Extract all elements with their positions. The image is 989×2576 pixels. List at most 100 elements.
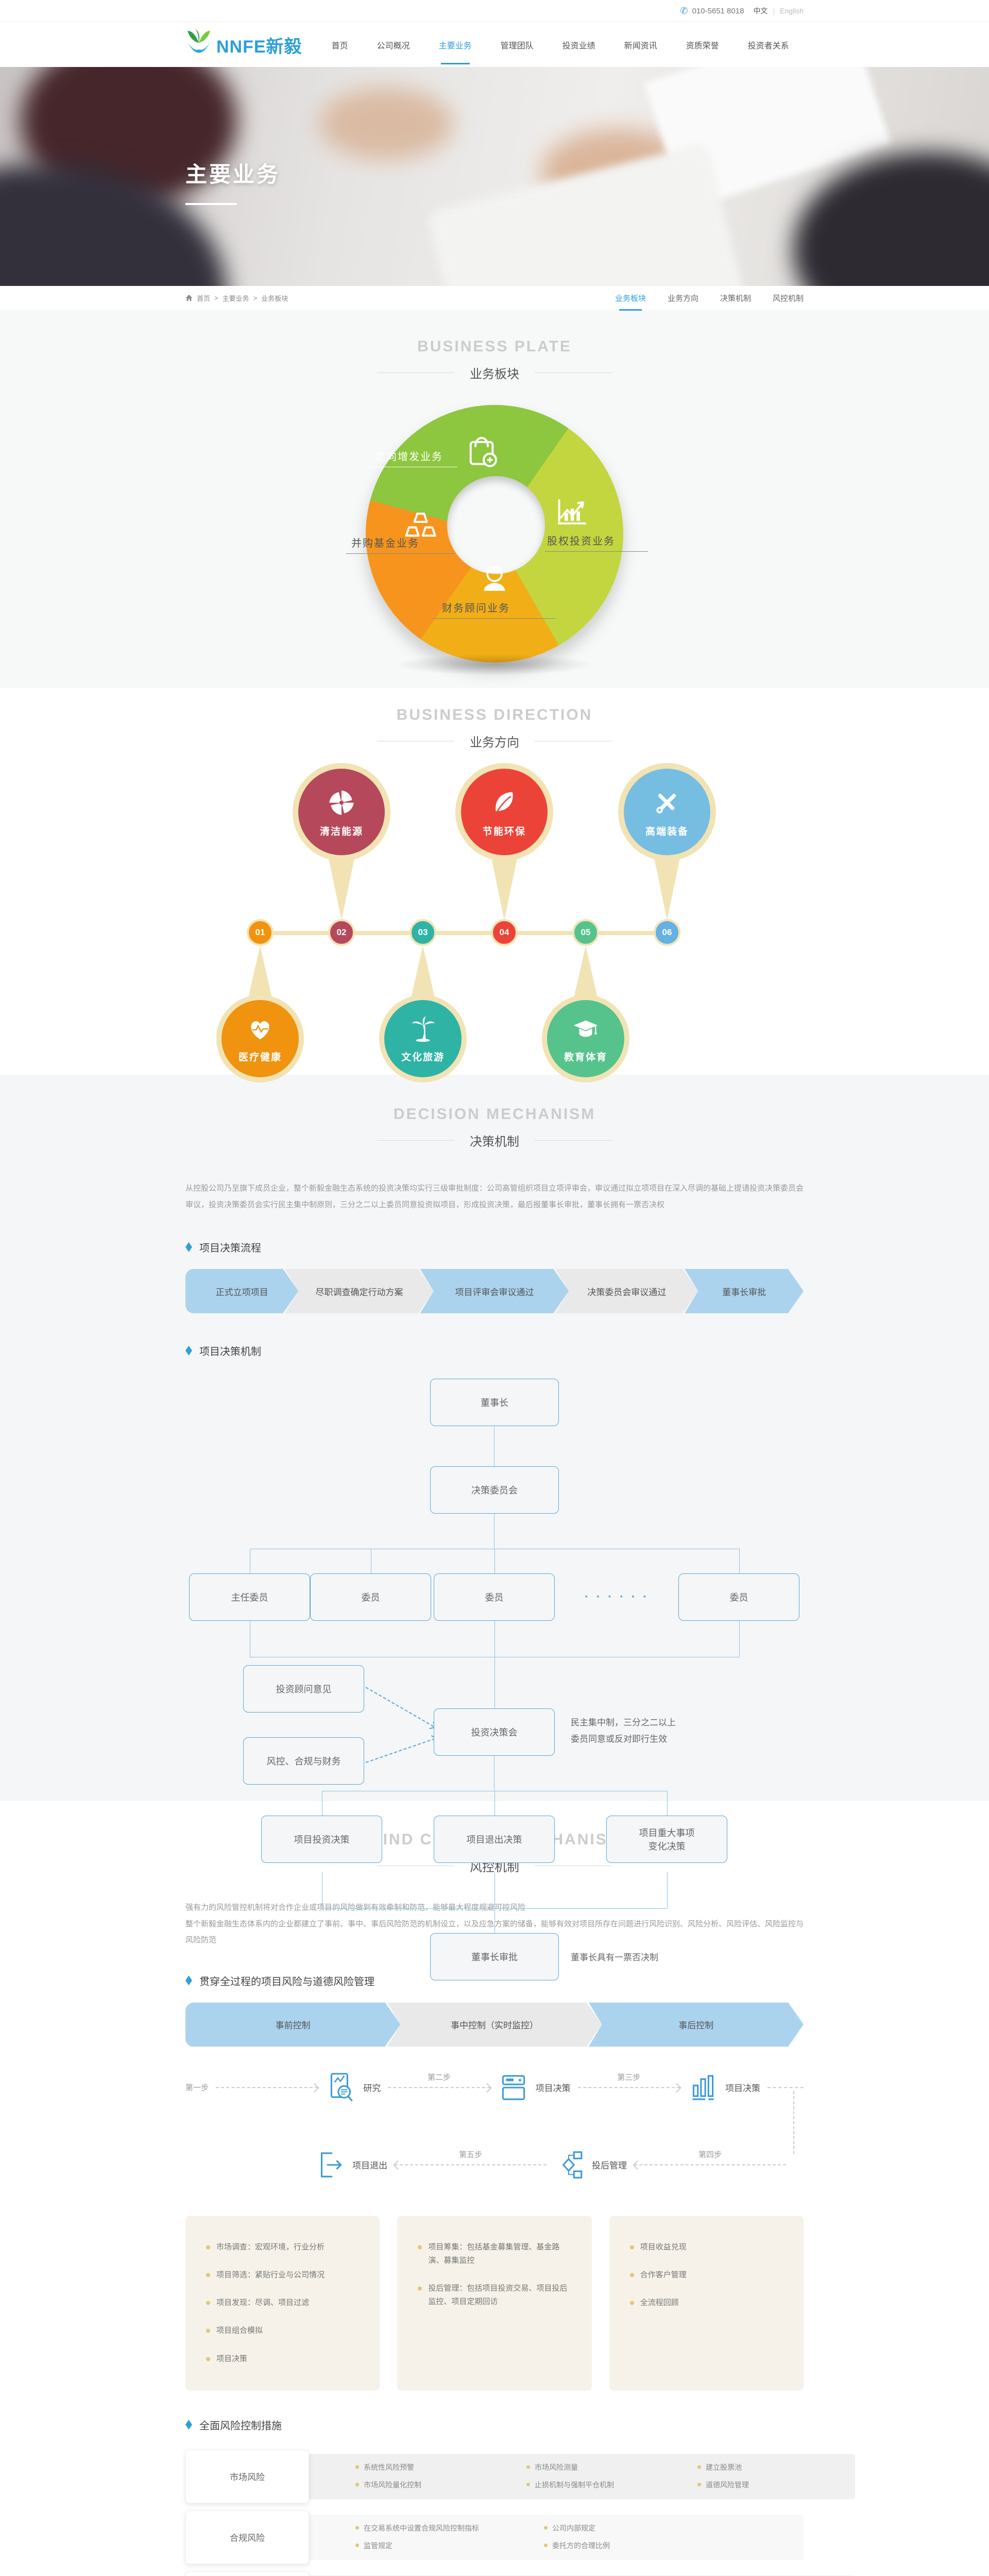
info-item: 全流程回顾 — [629, 2296, 783, 2310]
section-title-en: BUSINESS PLATE — [417, 338, 572, 355]
org-box-major-change-decision: 项目重大事项 变化决策 — [606, 1816, 727, 1863]
direction-pin-education-sports[interactable]: 教育体育 — [542, 946, 629, 1082]
nav-item-news[interactable]: 新闻资讯 — [624, 42, 657, 50]
timeline-number: 01 — [247, 919, 274, 946]
org-box-investment-meeting: 投资决策会 — [434, 1708, 555, 1756]
page-title: 主要业务 — [185, 162, 281, 187]
phone-icon: ✆ — [680, 5, 688, 16]
banner-photo-shape — [319, 88, 453, 160]
nav-item-investment-performance[interactable]: 投资业绩 — [562, 42, 595, 50]
org-box-chairman: 董事长 — [430, 1379, 559, 1426]
breadcrumb-bar: 首页 > 主要业务 > 业务板块 业务板块 业务方向 决策机制 风控机制 — [0, 286, 989, 310]
dashed-corner-line — [793, 2091, 794, 2154]
wind-phase-steps: 事前控制 事中控制（实时监控） 事后控制 — [185, 2003, 804, 2047]
pinwheel-icon — [329, 790, 354, 815]
nav-item-company-overview[interactable]: 公司概况 — [377, 42, 410, 50]
nav-item-main-business[interactable]: 主要业务 — [438, 33, 473, 56]
section-tabs: 业务板块 业务方向 决策机制 风控机制 — [615, 286, 804, 310]
risk-item: 止损机制与强制平仓机制 — [526, 2480, 684, 2490]
info-item: 项目筹集：包括基金募集管理、基金路演、募集监控 — [418, 2241, 571, 2268]
org-box-risk-compliance-finance: 风控、合规与财务 — [243, 1737, 364, 1785]
direction-pin-energy-saving[interactable]: 节能环保 — [455, 763, 553, 920]
info-item: 市场调查：宏观环境，行业分析 — [206, 2241, 359, 2254]
report-search-icon — [331, 2073, 353, 2102]
plate-label-ma-fund[interactable]: 并购基金业务 — [351, 538, 419, 549]
heading-text: 项目决策机制 — [199, 1346, 261, 1358]
dashed-arrow — [216, 2087, 318, 2088]
lang-switch-en[interactable]: English — [780, 7, 804, 15]
section-title-zh: 业务板块 — [0, 364, 989, 382]
graduation-cap-icon — [573, 1020, 598, 1037]
step-label-5: 第五步 — [458, 2150, 483, 2159]
decision-flow-heading: 项目决策流程 — [185, 1240, 804, 1255]
plate-label-equity-investment[interactable]: 股权投资业务 — [547, 536, 615, 547]
growth-chart-icon — [558, 499, 586, 524]
info-item: 项目收益兑现 — [629, 2241, 783, 2254]
advisor-person-icon — [484, 566, 505, 591]
diamond-bullet-icon — [185, 1975, 192, 1986]
plate-label-private-placement[interactable]: 定向增发业务 — [375, 451, 443, 463]
wind-paragraph-1: 强有力的风险管控机制将对合作企业或项目的风险做到有效牵制和防范，能够最大程度规避… — [185, 1903, 526, 1912]
direction-pin-high-end-equipment[interactable]: 高端装备 — [618, 763, 716, 920]
timeline-number: 03 — [410, 919, 436, 946]
heading-text: 全面风险控制措施 — [199, 2420, 282, 2432]
dashed-arrow: 第三步 — [577, 2073, 680, 2088]
step-project-decision-2: 项目决策 — [687, 2072, 760, 2104]
pin-label: 教育体育 — [564, 1052, 607, 1063]
direction-pin-culture-tourism[interactable]: 文化旅游 — [379, 946, 467, 1082]
lang-switch-zh[interactable]: 中文 — [753, 7, 768, 15]
exit-arrow-icon — [320, 2152, 342, 2177]
step-label-3: 第三步 — [617, 2073, 641, 2082]
org-box-member: 委员 — [434, 1573, 555, 1621]
decision-flow-steps: 正式立项项目 尽职调查确定行动方案 项目评审会审议通过 决策委员会审议通过 董事… — [185, 1269, 804, 1313]
risk-control-table: 市场风险 系统性风险预警 市场风险量化控制 市场风险测量 止损机制与强制平仓机制… — [185, 2449, 855, 2576]
wind-process-heading: 贯穿全过程的项目风险与道德风险管理 — [185, 1973, 804, 1988]
timeline-line — [260, 931, 667, 935]
nav-item-home[interactable]: 首页 — [331, 42, 348, 50]
phone-number: 010-5651 8018 — [692, 6, 744, 15]
timeline-number: 06 — [654, 919, 680, 946]
tab-business-direction[interactable]: 业务方向 — [667, 294, 698, 303]
donut-shadow — [386, 653, 603, 676]
risk-item: 建立股票池 — [697, 2463, 855, 2473]
tab-business-plate[interactable]: 业务板块 — [615, 286, 646, 310]
company-logo[interactable]: NNFE新毅 — [185, 29, 302, 61]
health-pulse-icon — [251, 1021, 269, 1039]
breadcrumb-home[interactable]: 首页 — [197, 294, 211, 302]
pin-tail — [491, 856, 518, 920]
tab-decision-mechanism[interactable]: 决策机制 — [720, 294, 751, 303]
heading-text: 贯穿全过程的项目风险与道德风险管理 — [199, 1976, 374, 1988]
org-ellipsis: · · · · · · — [584, 1590, 650, 1604]
pin-tail — [654, 856, 680, 920]
info-item: 投后管理：包括项目投资交易、项目投后监控、项目定期回访 — [418, 2282, 571, 2309]
direction-pin-clean-energy[interactable]: 清洁能源 — [293, 763, 390, 920]
org-box-member: 委员 — [678, 1573, 799, 1621]
title-underline — [185, 203, 237, 205]
section-business-plate: BUSINESS PLATE 业务板块 定向增发业务 股权投资业务 — [0, 310, 989, 688]
timeline-number: 04 — [491, 919, 518, 946]
flow-step: 项目评审会审议通过 — [420, 1269, 569, 1313]
org-box-member: 委员 — [310, 1573, 431, 1621]
section-decision-mechanism: DECISION MECHANISM 决策机制 从控股公司乃至旗下成员企业，整个… — [0, 1075, 989, 1980]
breadcrumb-main-business[interactable]: 主要业务 — [222, 294, 249, 302]
phase-step: 事前控制 — [185, 2003, 400, 2047]
info-item: 项目筛选：紧贴行业与公司情况 — [206, 2268, 359, 2282]
step-text: 研究 — [363, 2083, 381, 2093]
nav-item-management-team[interactable]: 管理团队 — [500, 42, 534, 50]
step-text: 项目决策 — [535, 2083, 571, 2093]
decision-mech-heading: 项目决策机制 — [185, 1343, 804, 1358]
risk-row-market: 市场风险 系统性风险预警 市场风险量化控制 市场风险测量 止损机制与强制平仓机制… — [185, 2449, 855, 2503]
direction-pin-medical-health[interactable]: 医疗健康 — [216, 946, 304, 1082]
breadcrumb-current[interactable]: 业务板块 — [261, 294, 288, 302]
heading-text: 项目决策流程 — [199, 1243, 261, 1254]
donut-hole — [447, 476, 545, 574]
plate-label-financial-advisor[interactable]: 财务顾问业务 — [442, 603, 510, 614]
nav-item-investor-relations[interactable]: 投资者关系 — [747, 42, 789, 50]
info-item: 合作客户管理 — [629, 2268, 783, 2282]
org-box-project-exit-decision: 项目退出决策 — [434, 1816, 555, 1863]
nav-item-honors[interactable]: 资质荣誉 — [686, 42, 719, 50]
tab-wind-control[interactable]: 风控机制 — [772, 294, 804, 303]
risk-item: 市场风险量化控制 — [355, 2480, 513, 2490]
info-item: 项目决策 — [206, 2352, 359, 2366]
pin-tail — [573, 946, 598, 1000]
